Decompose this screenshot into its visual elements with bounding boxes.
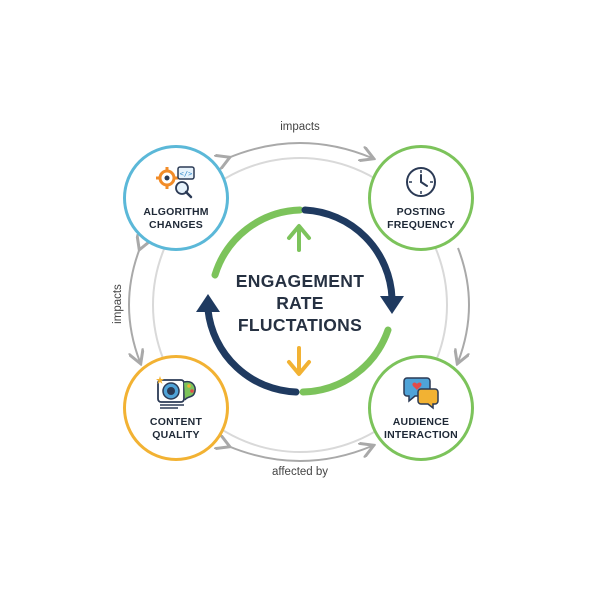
center-title-line2: RATE [276,293,324,313]
clock-icon [406,167,436,197]
center-title-line1: ENGAGEMENT [235,271,365,291]
cycle-arrowhead-right [380,296,404,314]
up-arrow-icon [287,224,311,252]
node-audience-interaction: AUDIENCE INTERACTION [368,355,474,461]
node-content-label-line2: QUALITY [152,429,200,441]
cycle-arc-navy-right [301,206,396,302]
down-arrow-icon [287,346,311,376]
node-audience-label-line2: INTERACTION [384,429,458,441]
node-algorithm-label: ALGORITHM CHANGES [133,206,219,232]
edge-label-left: impacts [112,284,124,324]
edge-label-bottom: affected by [271,466,329,478]
connector-top [228,142,372,158]
node-algorithm-label-line2: CHANGES [149,219,203,231]
node-posting-frequency: POSTING FREQUENCY [368,145,474,251]
node-audience-label: AUDIENCE INTERACTION [378,416,464,442]
cycle-arc-navy-left [204,306,300,396]
gear-code-magnifier-icon: </> [156,166,195,199]
svg-text:</>: </> [180,170,193,178]
cycle-arc-green-top [211,206,304,279]
cycle-arc-green-bottom [299,326,392,396]
node-content-label: CONTENT QUALITY [133,416,219,442]
node-algorithm-label-line1: ALGORITHM [143,206,209,218]
node-posting-label-line2: FREQUENCY [387,219,455,231]
connector-left [128,248,140,362]
connector-bottom [228,446,372,462]
node-algorithm-changes: </> ALGORITHM CHANGES [123,145,229,251]
node-audience-label-line1: AUDIENCE [392,416,450,428]
center-title-line3: FLUCTATIONS [237,315,363,335]
node-posting-label-line1: POSTING [396,206,446,218]
cycle-arrowhead-left [196,294,220,312]
chat-heart-icon [403,377,439,410]
camera-palette-icon [156,376,196,409]
center-title: ENGAGEMENT RATE FLUCTATIONS [225,270,375,336]
edge-label-top: impacts [280,121,320,133]
connector-right [458,247,470,362]
node-content-label-line1: CONTENT [149,416,203,428]
node-content-quality: CONTENT QUALITY [123,355,229,461]
node-posting-label: POSTING FREQUENCY [378,206,464,232]
